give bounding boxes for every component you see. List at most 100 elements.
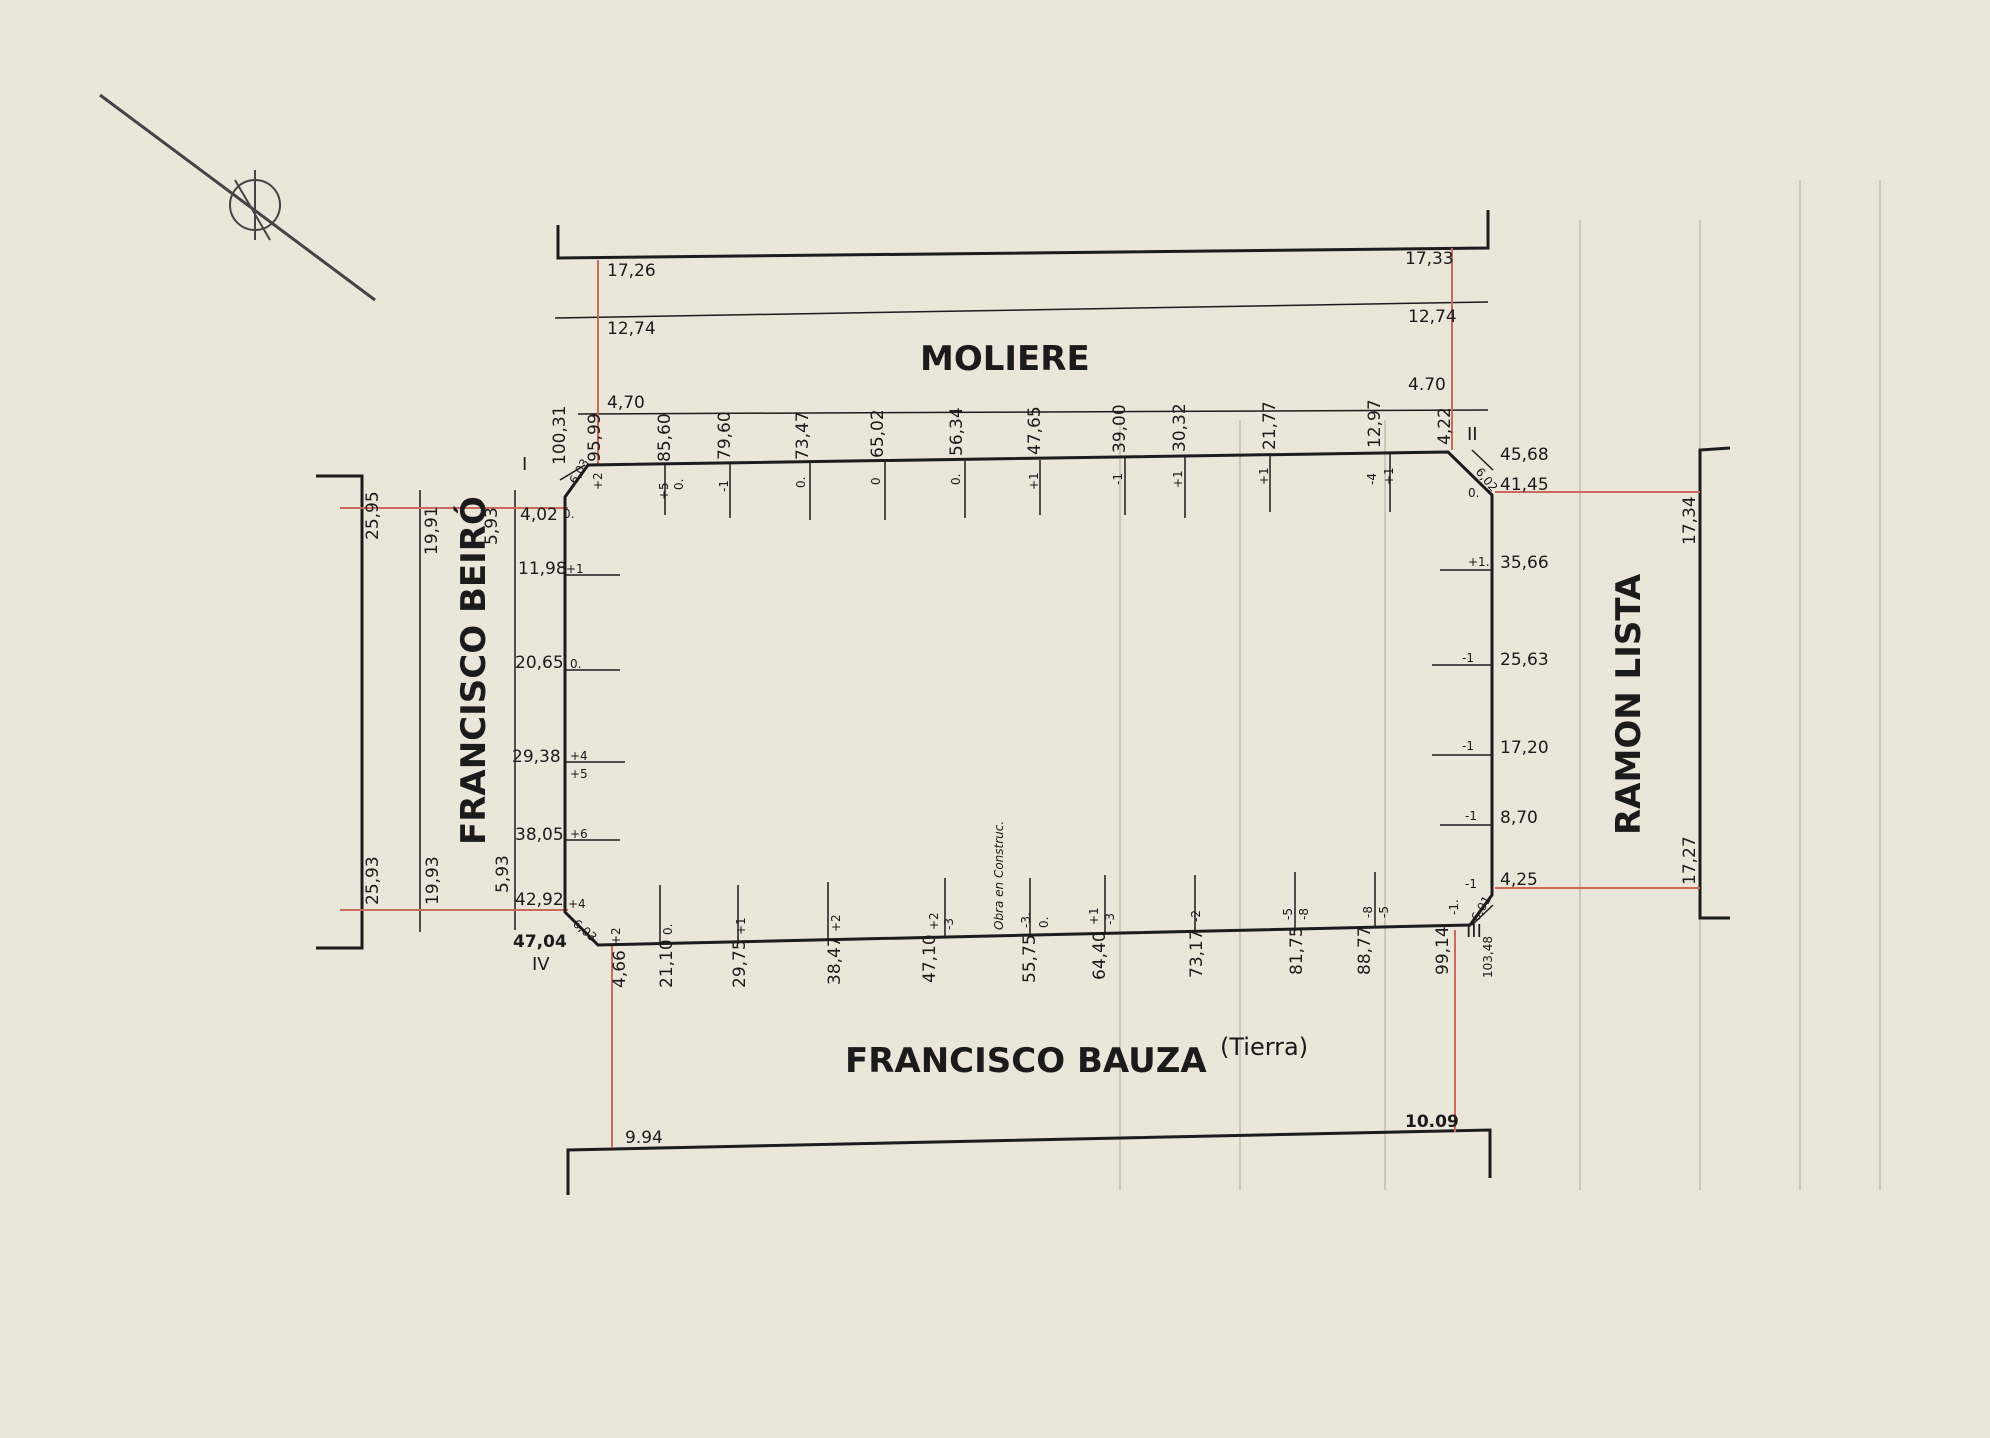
bottom-level-mark: +2 (927, 912, 941, 930)
bottom-level-mark: 0. (1037, 917, 1051, 928)
top-frontage-value: 39,00 (1110, 404, 1130, 453)
bottom-level-mark: 0. (661, 924, 675, 935)
bottom-level-mark: +2 (829, 914, 843, 932)
bottom-frontage-value: 21,10 (657, 939, 677, 988)
top-frontage-value: 56,34 (947, 407, 967, 456)
west-level-mark: 0. (570, 657, 581, 671)
top-level-mark: +1 (1171, 470, 1185, 488)
east-frontage-value: 17,20 (1500, 738, 1549, 758)
top-frontage-value: 65,02 (868, 409, 888, 458)
top-level-mark: +5 (657, 482, 671, 500)
bottom-frontage-value: 29,75 (730, 939, 750, 988)
top-frontage-value: 21,77 (1260, 401, 1280, 450)
east-level-mark: -1 (1465, 877, 1477, 891)
west-width-top: 19,91 (422, 506, 442, 555)
street-surface-note: (Tierra) (1220, 1033, 1308, 1061)
construction-note: Obra en Construc. (992, 821, 1006, 930)
bottom-frontage-value: 103,48 (1481, 936, 1495, 978)
bottom-level-mark: -3. (1019, 912, 1033, 928)
west-level-mark: +4 (568, 897, 586, 911)
east-frontage-value: 4,25 (1500, 870, 1538, 890)
top-level-mark: +1 (1257, 467, 1271, 485)
west-frontage-value: 38,05 (515, 825, 564, 845)
north-width-left: 17,26 (607, 261, 656, 281)
top-frontage-value: 95,99 (585, 413, 605, 462)
north-width-right: 17,33 (1405, 249, 1454, 269)
east-frontage-value: 35,66 (1500, 553, 1549, 573)
bottom-frontage-value: 47,10 (920, 934, 940, 983)
compass-icon (99, 93, 376, 302)
bottom-level-mark: -5 (1377, 906, 1391, 918)
bottom-frontage-value: 4,66 (610, 950, 630, 988)
west-level-mark: +6 (570, 827, 588, 841)
west-frontage-value: 47,04 (513, 932, 567, 952)
east-frontage-value: 8,70 (1500, 808, 1538, 828)
east-frontage-value: 25,63 (1500, 650, 1549, 670)
west-frontage-value: 29,38 (512, 747, 561, 767)
street-name-east: RAMON LISTA (1609, 573, 1649, 835)
east-level-mark: +1. (1468, 555, 1490, 569)
bottom-level-mark: -1. (1447, 899, 1461, 915)
bottom-frontage-value: 73,17 (1187, 929, 1207, 978)
bottom-level-mark: -3 (942, 918, 956, 930)
west-level-mark: +4 (570, 749, 588, 763)
corner-label-1: I (522, 454, 527, 475)
street-name-west: FRANCISCO BEIRÓ (453, 496, 494, 845)
reference-lines (340, 248, 1700, 1148)
east-level-mark: -1 (1465, 809, 1477, 823)
east-frontage-value: 45,68 (1500, 445, 1549, 465)
street-name-south: FRANCISCO BAUZA (845, 1041, 1207, 1081)
bottom-level-mark: -8 (1297, 908, 1311, 920)
top-frontage-value: 4,22 (1435, 407, 1455, 445)
top-level-mark: 0. (794, 477, 808, 488)
block-outline (559, 449, 1494, 947)
bottom-level-mark: +1 (734, 917, 748, 935)
west-level-mark: 0. (563, 507, 574, 521)
bottom-frontage-value: 64,40 (1090, 931, 1110, 980)
top-frontage-value: 100,31 (550, 406, 570, 465)
top-frontage-value: 85,60 (655, 413, 675, 462)
west-frontage-value: 4,02 (520, 505, 558, 525)
top-ticks (664, 454, 1391, 520)
corner-label-4: IV (532, 954, 550, 975)
bottom-frontage-value: 99,14 (1433, 926, 1453, 975)
west-frontage-value: 20,65 (515, 653, 564, 673)
street-name-north: MOLIERE (920, 339, 1090, 379)
north-width-right: 4.70 (1408, 375, 1446, 395)
street-boundaries (316, 210, 1731, 1195)
top-frontage-value: 73,47 (793, 411, 813, 460)
west-frontage-value: 42,92 (515, 890, 564, 910)
bottom-ticks (659, 872, 1376, 943)
top-frontage-value: 12,97 (1365, 399, 1385, 448)
west-frontage-value: 11,98 (518, 559, 567, 579)
top-level-mark: -1 (1111, 473, 1125, 485)
top-frontage-value: 30,32 (1170, 403, 1190, 452)
bottom-level-mark: -3 (1103, 913, 1117, 925)
east-level-mark: -1 (1462, 739, 1474, 753)
west-width-top: 5,93 (482, 507, 502, 545)
north-width-left: 12,74 (607, 319, 656, 339)
top-level-mark: -4 (1365, 473, 1379, 485)
top-level-mark: 0. (672, 479, 686, 490)
west-level-mark: +5 (570, 767, 588, 781)
top-level-mark: +1 (1382, 467, 1396, 485)
corner-label-3: III (1466, 921, 1482, 942)
east-width: 17,34 (1680, 496, 1700, 545)
corner-label-2: II (1467, 424, 1478, 445)
west-width-bottom: 5,93 (493, 855, 513, 893)
bottom-frontage-value: 88,77 (1355, 926, 1375, 975)
west-width-top: 25,95 (363, 491, 383, 540)
east-level-mark: -1 (1462, 651, 1474, 665)
west-ticks (565, 574, 625, 841)
bottom-level-mark: -2 (1189, 910, 1203, 922)
west-width-bottom: 25,93 (363, 856, 383, 905)
top-level-mark: 0 (869, 477, 883, 485)
south-width: 9.94 (625, 1128, 663, 1148)
top-level-mark: +1 (1027, 472, 1041, 490)
south-width: 10.09 (1405, 1112, 1459, 1132)
bottom-frontage-value: 81,75 (1287, 926, 1307, 975)
east-ticks (1432, 569, 1492, 826)
top-frontage-value: 79,60 (715, 411, 735, 460)
top-frontage-value: 47,65 (1025, 406, 1045, 455)
